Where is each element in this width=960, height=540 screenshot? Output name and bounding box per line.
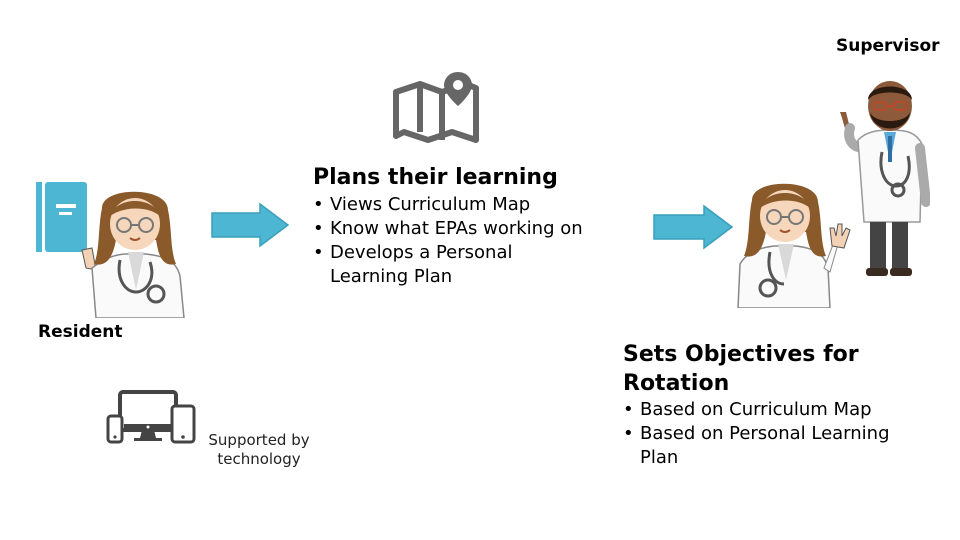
technology-caption: Supported by technology [208,431,310,468]
objectives-item-curriculum-map: Based on Curriculum Map [623,398,933,422]
book-icon [36,182,87,252]
objectives-list: Based on Curriculum Map Based on Persona… [623,398,933,470]
supervisor-label: Supervisor [836,36,940,56]
plans-item-learning-plan: Develops a Personal Learning Plan [313,241,560,289]
right-arrow-icon-2 [653,204,734,250]
resident-doctor-figure [81,191,185,318]
plans-title: Plans their learning [313,165,558,190]
map-pin-icon [393,72,479,143]
resident-doctor-figure-waving [737,183,851,308]
objectives-title: Sets Objectives for Rotation [623,342,859,396]
right-arrow-icon [211,202,290,248]
supervisor-doctor-figure [840,81,930,276]
devices-icon [106,390,196,444]
objectives-item-learning-plan: Based on Personal Learning Plan [623,422,933,470]
plans-list: Views Curriculum Map Know what EPAs work… [313,193,633,289]
plans-item-curriculum-map: Views Curriculum Map [313,193,633,217]
resident-label: Resident [38,322,123,342]
plans-item-epas: Know what EPAs working on [313,217,633,241]
